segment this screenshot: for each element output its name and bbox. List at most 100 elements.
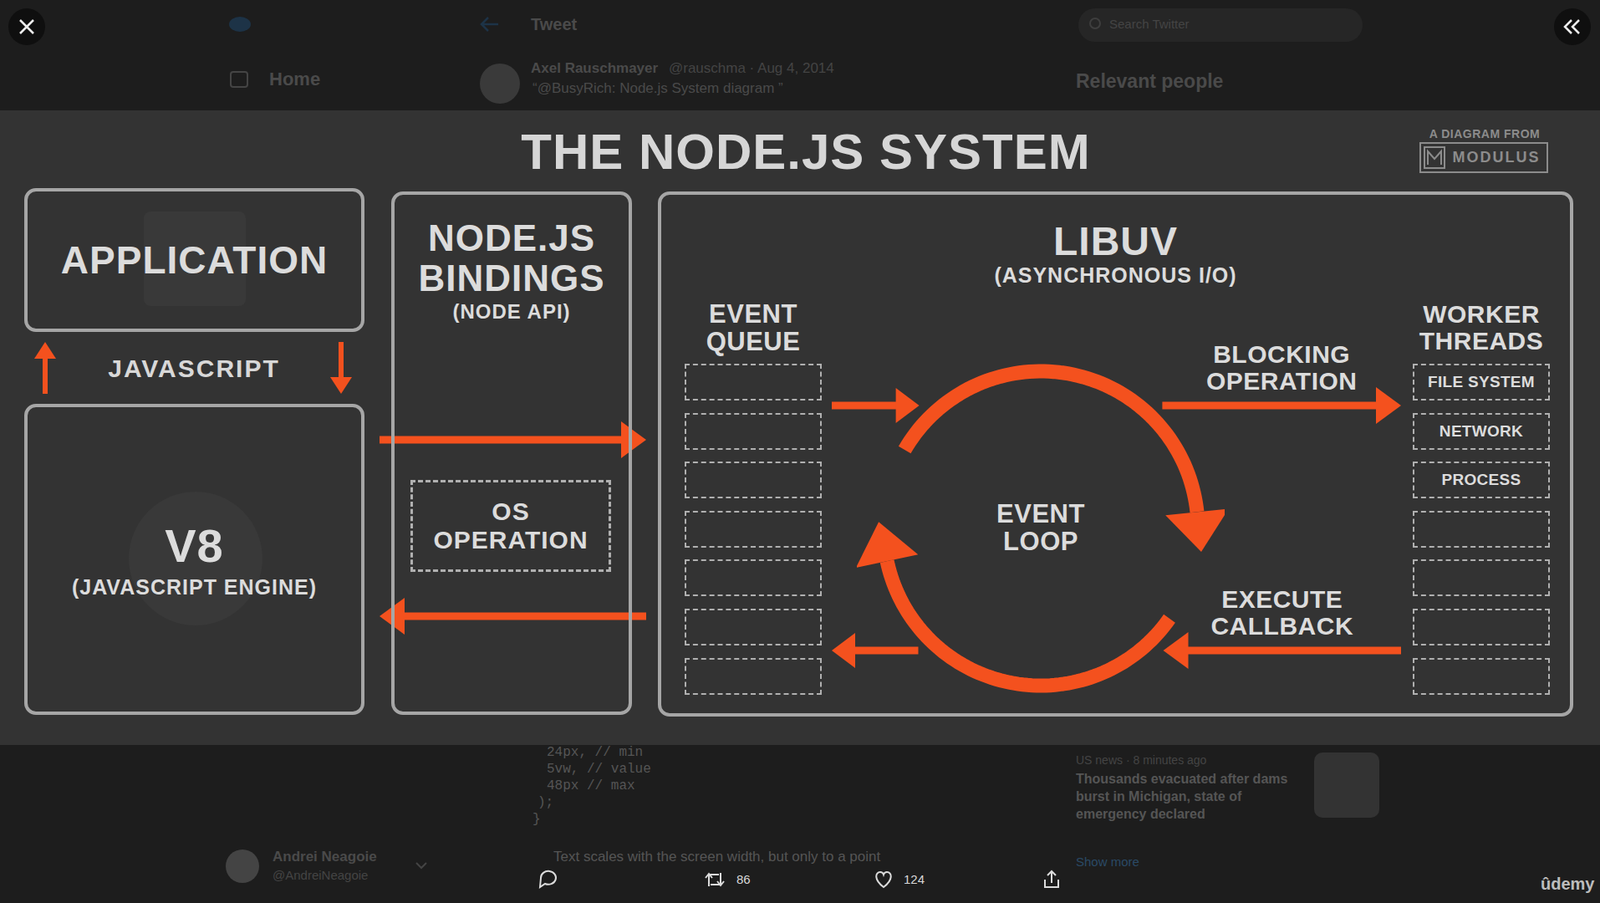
- engine-watermark: [128, 491, 263, 626]
- page-text: 5vw, // value: [546, 761, 652, 778]
- logo-mark: [1427, 151, 1442, 165]
- search-icon: [1090, 18, 1101, 29]
- node-heading: APPLICATION: [61, 239, 328, 282]
- queue-slot: [1412, 559, 1550, 597]
- label-holder: }: [532, 811, 541, 828]
- arrow-shaft: [42, 356, 48, 394]
- arrow-shaft: [402, 612, 647, 621]
- page-text: }: [532, 811, 541, 828]
- loop-arc: [886, 560, 1170, 686]
- engine-box: V8(JAVASCRIPT ENGINE): [24, 403, 365, 715]
- label-holder: 24px, // min: [546, 744, 643, 761]
- arrowhead: [621, 421, 647, 459]
- search-box: [1078, 8, 1363, 42]
- node-heading: LIBUV: [1053, 219, 1178, 265]
- label-holder: Search Twitter: [1109, 16, 1190, 32]
- node-subtitle: (ASYNCHRONOUS I/O): [993, 264, 1237, 288]
- queue-slot: [1412, 510, 1550, 548]
- arrowhead: [1163, 631, 1189, 669]
- label-holder: JAVASCRIPT: [107, 353, 281, 384]
- libuv-box: LIBUV(ASYNCHRONOUS I/O) EVENT QUEUE EVENT …: [657, 191, 1574, 717]
- arrow-shaft: [1161, 402, 1378, 410]
- arrow-shaft: [831, 402, 898, 410]
- flow-arrow: [831, 387, 920, 423]
- label-holder: “@BusyRich: Node.js System diagram ”: [532, 80, 784, 97]
- page-text: 24px, // min: [546, 744, 643, 761]
- queue-slot: [684, 510, 822, 548]
- application-box: APPLICATION: [24, 188, 365, 332]
- page-text: Text scales with the screen width, but o…: [553, 848, 881, 866]
- thread-slot: NETWORK: [1412, 412, 1550, 450]
- page-text: @rauschma · Aug 4, 2014: [668, 60, 835, 77]
- label-holder: );: [537, 794, 554, 811]
- edge-label: BLOCKING OPERATION: [1192, 341, 1371, 394]
- event-loop: EVENT LOOP: [856, 344, 1225, 713]
- close-button: [8, 8, 46, 46]
- page-text: 124: [903, 871, 925, 887]
- os-operation-box: OS OPERATION: [410, 479, 612, 572]
- arrowhead: [831, 632, 856, 668]
- edge-label-holder: EXECUTE CALLBACK: [1192, 585, 1372, 639]
- page-text: Relevant people: [1075, 70, 1223, 94]
- loop-arc: [904, 371, 1198, 512]
- back-icon: [481, 17, 499, 31]
- flow-arrow: [330, 341, 352, 394]
- share-icon: [1044, 871, 1059, 887]
- page-text: Show more: [1075, 854, 1140, 870]
- title-holder: THE NODE.JS SYSTEM: [520, 122, 1091, 181]
- arrowhead: [34, 341, 57, 359]
- flow-arrow: [379, 421, 647, 459]
- news-thumbnail: [1314, 752, 1380, 818]
- node-heading: V8: [164, 519, 225, 573]
- node-heading: PROCESS: [1441, 471, 1521, 490]
- page-text: “@BusyRich: Node.js System diagram ”: [532, 80, 784, 97]
- label-holder: ûdemy: [1540, 873, 1595, 894]
- queue-slot: [684, 412, 822, 450]
- bindings-box: NODE.JS BINDINGS(NODE API) OS OPERATION: [391, 191, 632, 715]
- page-text: 48px // max: [546, 778, 636, 795]
- queue-slot: [684, 657, 822, 695]
- label-holder: A DIAGRAM FROM: [1429, 127, 1540, 142]
- arrowhead: [1375, 387, 1402, 424]
- close-icon: [20, 20, 34, 34]
- arrow-shaft: [338, 341, 344, 379]
- avatar: [225, 849, 260, 883]
- loop-arrowhead: [856, 521, 918, 568]
- queue-slot: [1412, 608, 1550, 646]
- arrow-shaft: [1187, 647, 1402, 655]
- logo-frame: [1420, 142, 1548, 173]
- label-holder: 48px // max: [546, 778, 636, 795]
- node-heading: NODE.JS BINDINGS: [394, 218, 629, 300]
- label-holder: @AndreiNeagoie: [272, 867, 368, 883]
- page-text: @AndreiNeagoie: [272, 867, 368, 883]
- worker-threads: WORKER THREADSFILE SYSTEMNETWORKPROCESS: [1412, 300, 1550, 695]
- arrow-shaft: [853, 647, 918, 655]
- thread-slot: PROCESS: [1412, 461, 1550, 499]
- label-holder: Text scales with the screen width, but o…: [553, 848, 881, 866]
- node-subtitle: (NODE API): [452, 300, 571, 323]
- label-holder: Thousands evacuated after dams burst in …: [1075, 770, 1304, 823]
- label-holder: MODULUS: [1452, 148, 1541, 168]
- page-text: Thousands evacuated after dams burst in …: [1075, 770, 1304, 823]
- node-heading: WORKER THREADS: [1413, 300, 1550, 354]
- page-text: Axel Rauschmayer: [530, 60, 658, 77]
- node-heading: NETWORK: [1439, 422, 1524, 441]
- avatar: [479, 63, 520, 104]
- page-text: US news · 8 minutes ago: [1075, 753, 1207, 768]
- page-text: MODULUS: [1452, 148, 1541, 168]
- like-icon: [876, 871, 892, 887]
- flow-arrow: [831, 632, 918, 668]
- label-holder: Relevant people: [1075, 70, 1223, 94]
- node-heading: EVENT QUEUE: [687, 300, 819, 356]
- arrow-shaft: [379, 436, 623, 444]
- page-text: 86: [736, 871, 751, 887]
- home-icon: [230, 71, 248, 87]
- arrowhead: [330, 377, 352, 394]
- bird-logo: [229, 16, 251, 32]
- node-heading: EVENT LOOP: [982, 500, 1100, 556]
- page-text: A DIAGRAM FROM: [1429, 127, 1540, 142]
- reply-icon: [540, 871, 556, 887]
- label-holder: US news · 8 minutes ago: [1075, 753, 1207, 768]
- label-holder: Andrei Neagoie: [272, 848, 378, 866]
- label-holder: Axel Rauschmayer: [530, 60, 658, 77]
